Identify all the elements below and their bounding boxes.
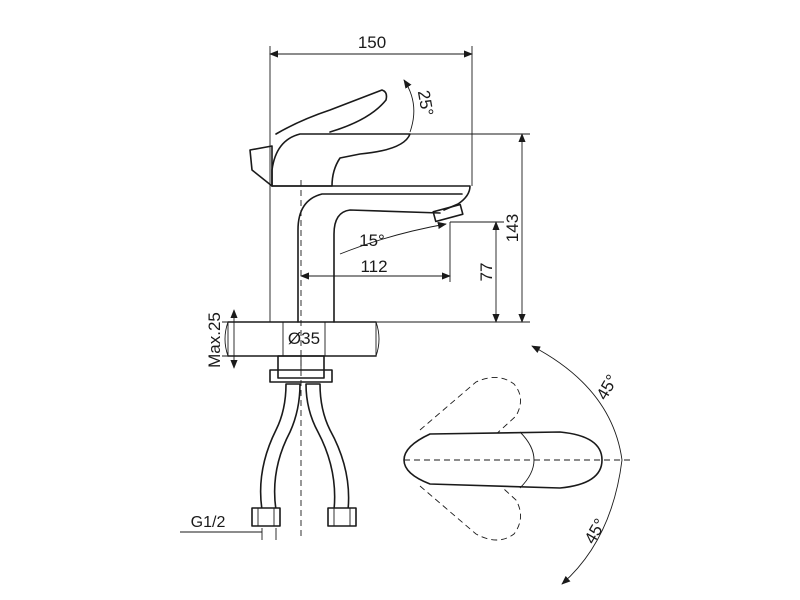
dimension-deck-thickness: Max.25 [205, 309, 244, 369]
dimension-thread: G1/2 [180, 514, 277, 540]
label-reach: 112 [360, 257, 387, 276]
label-max-deck: Max.25 [205, 312, 224, 368]
dimension-reach: 112 [300, 222, 451, 282]
dimension-width: 150 [269, 33, 473, 322]
faucet-body [271, 133, 471, 323]
side-view: 150 143 77 112 15° 25° [180, 33, 530, 540]
angle-lever: 25° [403, 79, 437, 133]
label-rotation-lower: 45° [581, 515, 610, 547]
label-height: 143 [503, 214, 522, 242]
mounting-stud [269, 355, 333, 383]
label-spout-angle: 15° [359, 231, 385, 250]
top-view: 45° 45° [403, 345, 630, 585]
label-width: 150 [358, 33, 386, 52]
dimension-spout-height: 77 [450, 221, 504, 323]
lever-handle [249, 89, 388, 187]
countertop-section [224, 321, 380, 357]
label-thread: G1/2 [191, 514, 226, 531]
handle-top-view [403, 431, 603, 489]
aerator [432, 203, 464, 223]
handle-rotated-down [419, 457, 521, 541]
handle-rotated-up [419, 377, 521, 459]
flexible-hoses [251, 383, 357, 527]
angle-spout: 15° [339, 221, 447, 255]
dimension-height: 143 [376, 133, 530, 323]
label-lever-angle: 25° [414, 89, 437, 118]
label-spout-height: 77 [477, 263, 496, 282]
label-mount-hole: Ø35 [288, 329, 320, 348]
